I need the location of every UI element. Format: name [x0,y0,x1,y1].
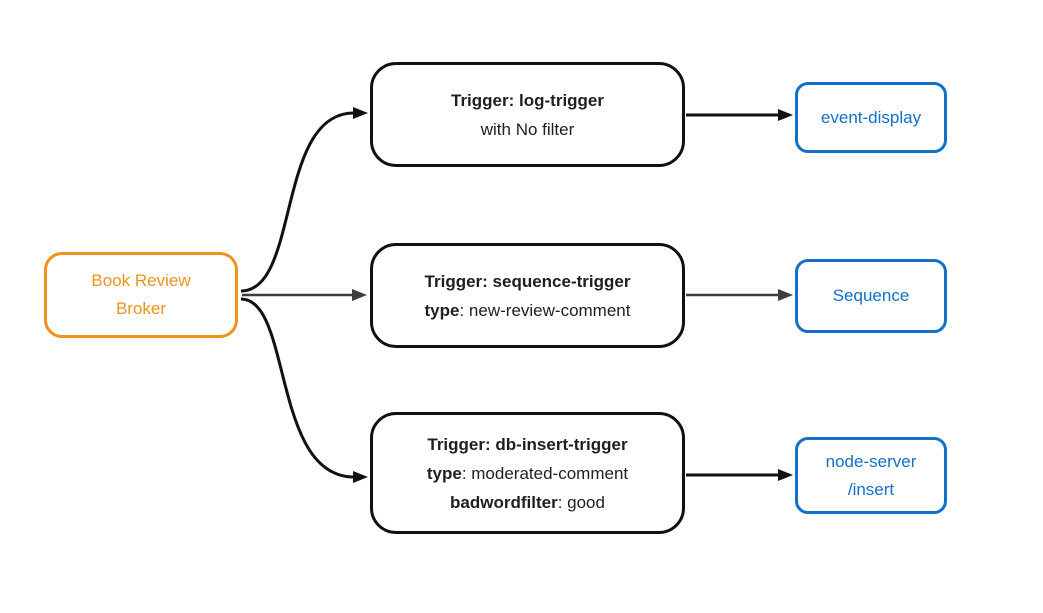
broker-label-line1: Book Review [91,271,191,290]
sink-node-sequence: Sequence [795,259,947,333]
trigger-db-line2-value: : moderated-comment [461,463,629,483]
trigger-db-line2-key: type [426,463,462,483]
trigger-sequence-line2-key: type [424,300,460,320]
trigger-db-type-line: type: moderated-comment [427,459,628,488]
broker-node: Book Review Broker [44,252,238,338]
sink-node-server-label-line2: /insert [847,479,895,499]
trigger-db-badword-line: badwordfilter: good [450,488,605,517]
sink-node-node-server: node-server /insert [795,437,947,514]
trigger-node-log: Trigger: log-trigger with No filter [370,62,685,167]
trigger-sequence-line2-value: : new-review-comment [459,300,631,320]
trigger-node-sequence: Trigger: sequence-trigger type: new-revi… [370,243,685,348]
sink-node-server-label-line1: node-server [825,451,917,471]
trigger-log-line2-value: with No filter [480,119,575,139]
trigger-db-line3-value: : good [557,492,605,512]
trigger-sequence-title: Trigger: sequence-trigger [424,271,631,291]
arrow-broker-to-log-trigger [240,107,368,293]
arrow-broker-to-db-insert-trigger [240,297,368,483]
sink-sequence-label: Sequence [832,286,910,305]
trigger-db-title: Trigger: db-insert-trigger [427,434,628,454]
trigger-sequence-filter-line: type: new-review-comment [425,296,631,325]
trigger-db-line3-key: badwordfilter [450,492,558,512]
trigger-log-title: Trigger: log-trigger [451,90,604,110]
sink-node-event-display: event-display [795,82,947,153]
trigger-log-filter-line: with No filter [481,115,575,144]
trigger-node-db-insert: Trigger: db-insert-trigger type: moderat… [370,412,685,534]
broker-label-line2: Broker [115,299,167,318]
sink-event-display-label: event-display [820,107,922,127]
